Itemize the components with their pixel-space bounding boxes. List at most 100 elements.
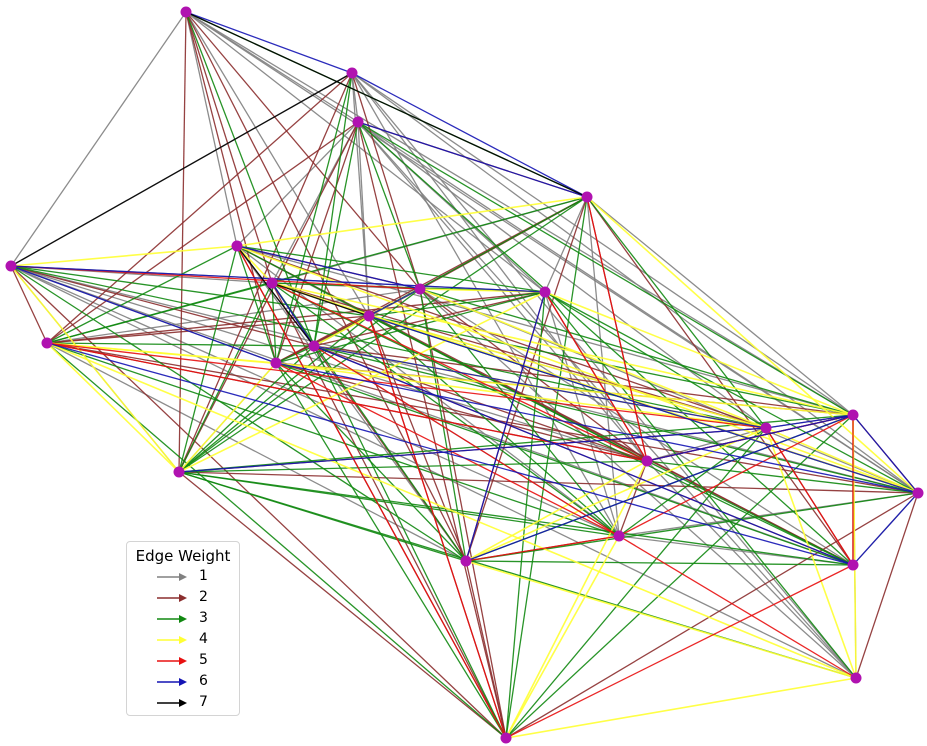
edge-0-4	[185, 11, 588, 198]
edge-16-22	[618, 535, 857, 679]
edge-5-18	[236, 245, 767, 429]
legend-label-5: 5	[199, 652, 208, 668]
node-7	[266, 277, 278, 289]
edge-6-21	[46, 342, 854, 566]
legend-item-5: 5	[127, 651, 239, 672]
node-2	[352, 116, 364, 128]
edge-1-19	[351, 72, 854, 416]
legend-item-7: 7	[127, 693, 239, 714]
node-22	[850, 672, 862, 684]
edge-5-15	[236, 245, 507, 739]
edge-13-20	[275, 362, 919, 494]
legend-item-3: 3	[127, 609, 239, 630]
edge-8-11	[368, 288, 421, 317]
edge-2-22	[357, 121, 857, 679]
edge-15-21	[505, 564, 854, 739]
edge-1-12	[313, 72, 353, 347]
legend: Edge Weight 1 2 3 4 5 6 7	[126, 541, 240, 716]
legend-item-6: 6	[127, 672, 239, 693]
edge-13-14	[275, 362, 467, 562]
legend-label-1: 1	[199, 568, 208, 584]
node-16	[613, 530, 625, 542]
edge-5-6	[46, 245, 238, 344]
edge-18-19	[765, 414, 854, 429]
edge-4-14	[465, 196, 588, 562]
node-10	[173, 466, 185, 478]
edge-1-13	[275, 72, 353, 364]
edge-2-4	[357, 121, 588, 198]
edge-7-16	[271, 282, 620, 537]
edge-3-10	[10, 265, 180, 473]
edge-17-18	[646, 427, 767, 462]
edge-3-13	[10, 265, 277, 364]
edge-13-21	[275, 362, 854, 566]
edge-12-18	[313, 345, 767, 429]
edge-9-18	[544, 291, 767, 429]
node-8	[414, 283, 426, 295]
edge-3-14	[10, 265, 467, 562]
edge-16-19	[618, 414, 854, 537]
edge-0-1	[185, 11, 353, 74]
edge-7-12	[271, 282, 315, 347]
legend-title: Edge Weight	[135, 547, 231, 565]
edge-17-19	[646, 414, 854, 462]
edge-5-8	[236, 245, 421, 290]
legend-swatch-1	[157, 573, 187, 581]
edge-18-21	[765, 427, 854, 566]
edge-7-13	[271, 282, 277, 364]
edge-8-21	[419, 288, 854, 566]
edge-14-15	[465, 560, 507, 739]
edge-6-18	[46, 342, 767, 429]
legend-label-7: 7	[199, 694, 208, 710]
edge-3-6	[10, 265, 48, 344]
edge-15-22	[505, 677, 857, 739]
edge-14-19	[465, 414, 854, 562]
edge-5-7	[236, 245, 273, 284]
edge-12-21	[313, 345, 854, 566]
node-1	[346, 67, 358, 79]
edge-11-17	[368, 315, 648, 462]
node-17	[641, 455, 653, 467]
edge-4-19	[586, 196, 854, 416]
edge-17-20	[646, 460, 919, 494]
edge-12-17	[313, 345, 648, 462]
edge-4-17	[586, 196, 648, 462]
legend-label-4: 4	[199, 631, 208, 647]
node-12	[308, 340, 320, 352]
edge-12-20	[313, 345, 919, 494]
edge-10-18	[178, 427, 767, 473]
edge-10-20	[178, 471, 919, 494]
edge-20-21	[852, 492, 919, 566]
edge-12-19	[313, 345, 854, 416]
edge-16-18	[618, 427, 767, 537]
edge-10-21	[178, 471, 854, 566]
legend-item-1: 1	[127, 567, 239, 588]
edge-2-18	[357, 121, 767, 429]
node-3	[5, 260, 17, 272]
edge-2-20	[357, 121, 919, 494]
edge-0-10	[178, 11, 187, 473]
legend-swatch-2	[157, 594, 187, 602]
edge-15-16	[505, 535, 620, 739]
edge-15-17	[505, 460, 648, 739]
edge-8-18	[419, 288, 767, 429]
edge-9-10	[178, 291, 546, 473]
edge-2-8	[357, 121, 421, 290]
edge-8-17	[419, 288, 648, 462]
edge-15-18	[505, 427, 767, 739]
edge-1-17	[351, 72, 648, 462]
edge-3-11	[10, 265, 370, 317]
node-9	[539, 286, 551, 298]
edge-layer	[10, 11, 919, 739]
edge-9-15	[505, 291, 546, 739]
edge-10-11	[178, 315, 370, 473]
edge-9-16	[544, 291, 620, 537]
edge-15-20	[505, 492, 919, 739]
edge-4-5	[236, 196, 588, 247]
edge-6-12	[46, 342, 315, 347]
edge-15-19	[505, 414, 854, 739]
edge-6-19	[46, 342, 854, 416]
edge-0-19	[185, 11, 854, 416]
